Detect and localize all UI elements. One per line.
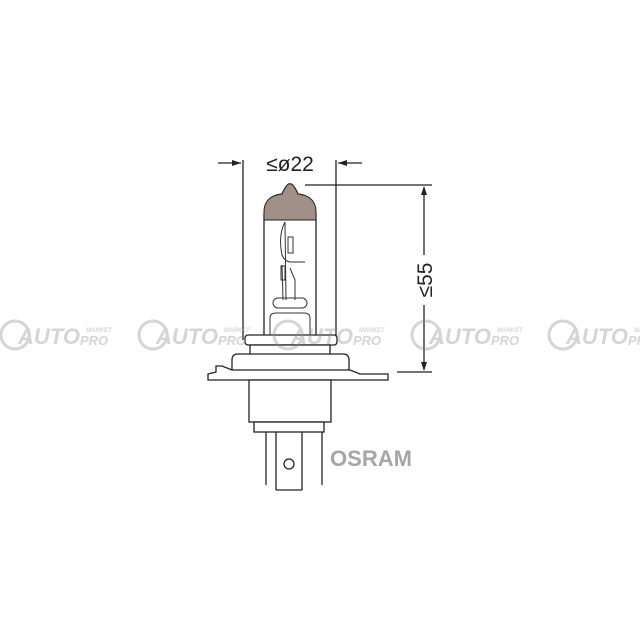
svg-text:AUTO: AUTO — [428, 324, 491, 349]
watermark: AUTO MARKET PRO — [137, 319, 251, 351]
bulb-base — [248, 379, 332, 423]
bulb-reference-ring — [207, 365, 389, 381]
arrowhead-left — [232, 160, 241, 166]
svg-text:MARKET: MARKET — [86, 328, 113, 334]
svg-text:AUTO: AUTO — [17, 324, 80, 349]
bulb-cap-coating — [263, 183, 317, 221]
svg-text:AUTO: AUTO — [565, 324, 628, 349]
watermark: AUTO MARKET PRO — [0, 319, 113, 351]
pin-hole — [283, 458, 295, 470]
svg-text:PRO: PRO — [353, 333, 381, 348]
arrowhead-right — [338, 160, 347, 166]
svg-text:MARKET: MARKET — [634, 328, 640, 334]
watermark: AUTO MARKET PRO — [547, 319, 640, 351]
svg-text:PRO: PRO — [628, 333, 640, 348]
bulb-base-lower — [253, 421, 325, 433]
svg-text:MARKET: MARKET — [224, 328, 251, 334]
svg-text:AUTO: AUTO — [290, 324, 353, 349]
svg-text:MARKET: MARKET — [359, 328, 386, 334]
svg-text:MARKET: MARKET — [497, 328, 524, 334]
svg-text:PRO: PRO — [218, 333, 246, 348]
length-label: ≤55 — [414, 263, 437, 298]
arrowhead-top — [421, 186, 427, 195]
svg-text:AUTO: AUTO — [155, 324, 218, 349]
connector-pin — [275, 432, 303, 491]
svg-text:PRO: PRO — [491, 333, 519, 348]
watermark: AUTO MARKET PRO — [410, 319, 524, 351]
arrowhead-bottom — [421, 362, 427, 371]
diameter-label: ≤ø22 — [266, 153, 314, 176]
watermark: AUTO MARKET PRO — [272, 319, 386, 351]
filaments — [269, 221, 311, 335]
svg-text:PRO: PRO — [80, 333, 108, 348]
watermark-row: AUTO MARKET PRO AUTO MARKET PRO AUTO MAR… — [0, 319, 640, 351]
brand-logo: OSRAM — [330, 446, 412, 471]
